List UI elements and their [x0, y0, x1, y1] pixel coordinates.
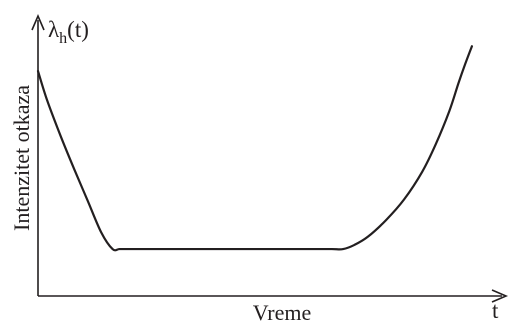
- y-axis-arrowhead: [31, 13, 45, 31]
- x-axis-symbol: t: [492, 298, 499, 323]
- series-layer: [36, 45, 474, 252]
- y-axis-symbol-tail: (t): [67, 17, 89, 42]
- y-axis-symbol-main: λ: [48, 17, 60, 42]
- axes: [31, 13, 509, 303]
- x-axis-label: Vreme: [253, 300, 312, 325]
- y-axis-symbol: λh(t): [48, 17, 89, 47]
- x-axis-arrowhead: [491, 289, 509, 303]
- y-axis-symbol-subscript: h: [59, 30, 67, 47]
- series-line-0: [36, 45, 474, 252]
- y-axis-label: Intenzitet otkaza: [9, 85, 34, 231]
